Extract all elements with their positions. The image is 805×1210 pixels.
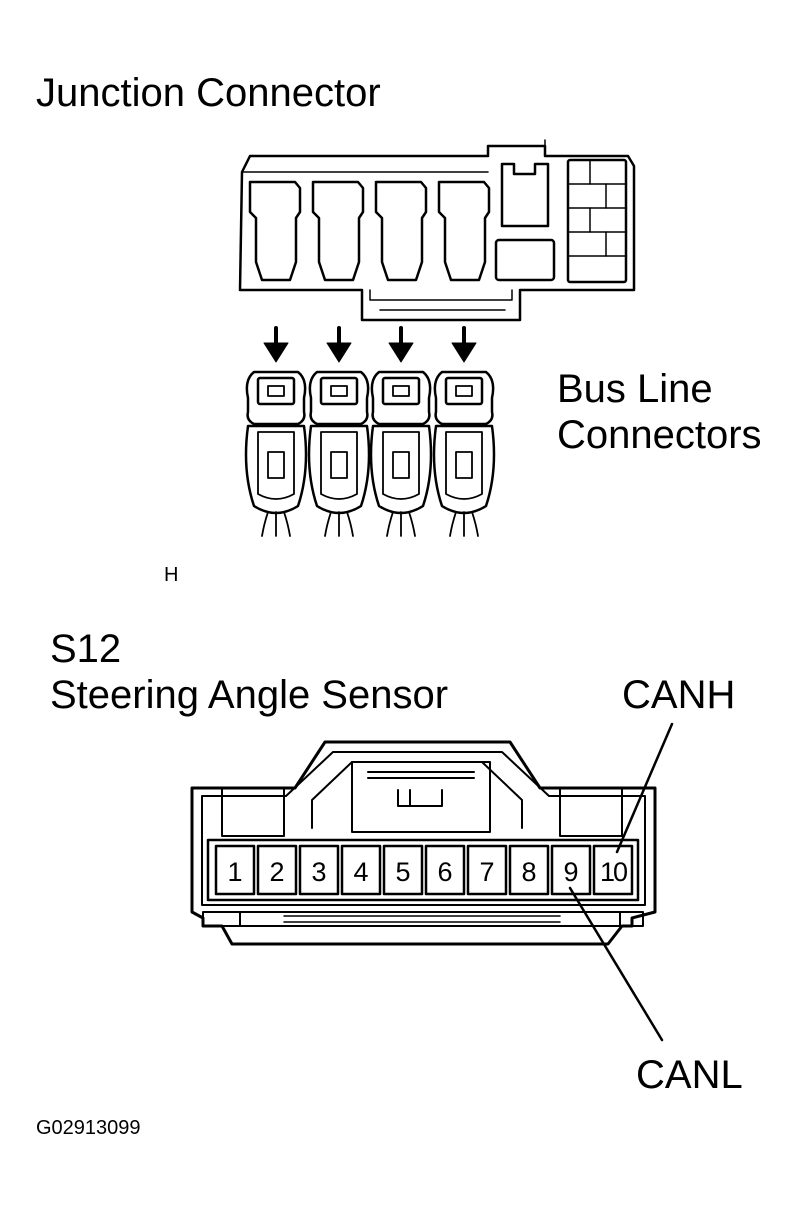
- pin-label-7: 7: [479, 857, 494, 887]
- junction-cavity-1: [248, 180, 302, 282]
- arrow-down-icon: [326, 326, 352, 363]
- junction-cavity-3: [374, 180, 428, 282]
- canl-leader-line: [568, 886, 664, 1042]
- figure-id: G02913099: [36, 1117, 141, 1139]
- pin-cell-7: [466, 844, 508, 896]
- pin-cell-9: [550, 844, 592, 896]
- bus-line-connector-3: [369, 370, 433, 537]
- pin-cell-4: [340, 844, 382, 896]
- junction-connector-title: Junction Connector: [36, 71, 381, 115]
- bus-line-connector-2: [307, 370, 371, 537]
- pin-label-1: 1: [227, 857, 242, 887]
- canh-label: CANH: [622, 673, 736, 717]
- pin-cell-6: [424, 844, 466, 896]
- bus-line-label-line1: Bus Line: [557, 367, 713, 411]
- junction-connector-body: [238, 139, 636, 322]
- sensor-name: Steering Angle Sensor: [50, 673, 449, 717]
- junction-cavity-2: [311, 180, 365, 282]
- sensor-code: S12: [50, 627, 122, 671]
- position-marker: H: [164, 564, 179, 586]
- pin-cell-5: [382, 844, 424, 896]
- canh-leader-line: [615, 722, 674, 854]
- pin-label-4: 4: [353, 857, 368, 887]
- pin-cell-8: [508, 844, 550, 896]
- pin-label-8: 8: [521, 857, 536, 887]
- sensor-connector-body: [190, 740, 657, 946]
- bus-line-connector-4: [432, 370, 496, 537]
- bus-line-label-line2: Connectors: [557, 413, 762, 457]
- arrow-down-icon: [451, 326, 477, 363]
- pin-label-9: 9: [563, 857, 578, 887]
- pin-label-6: 6: [437, 857, 452, 887]
- bus-line-connector-1: [244, 370, 308, 537]
- pin-label-3: 3: [311, 857, 326, 887]
- junction-cavity-4: [437, 180, 491, 282]
- pin-label-5: 5: [395, 857, 410, 887]
- sensor-pin-cells: [214, 844, 634, 896]
- arrow-down-icon: [388, 326, 414, 363]
- pin-cell-1: [214, 844, 256, 896]
- pin-label-10: 10: [600, 857, 627, 887]
- canl-label: CANL: [636, 1053, 743, 1097]
- pin-cell-2: [256, 844, 298, 896]
- pin-label-2: 2: [269, 857, 284, 887]
- insertion-arrows: [263, 326, 477, 363]
- pin-cell-10: [592, 844, 634, 896]
- pin-cell-3: [298, 844, 340, 896]
- arrow-down-icon: [263, 326, 289, 363]
